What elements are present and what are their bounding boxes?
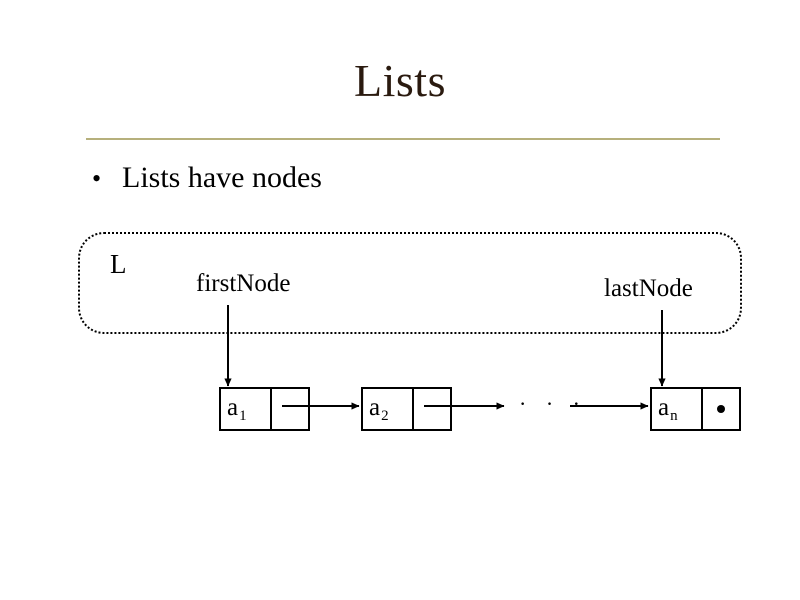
last-node-pointer-label: lastNode [604,275,693,302]
bullet-text: Lists have nodes [122,161,322,194]
bullet-marker-icon: • [92,164,102,193]
page-title: Lists [354,55,446,106]
list-node-1: a1 [219,387,310,431]
node-n-data-cell: an [652,389,703,429]
list-node-n: an [650,387,741,431]
ellipsis-indicator: · · · [519,391,587,416]
node-1-data-cell: a1 [221,389,272,429]
node-n-value: an [658,393,678,424]
list-node-2: a2 [361,387,452,431]
null-pointer-dot-icon [716,405,725,413]
node-2-data-cell: a2 [363,389,414,429]
node-2-value: a2 [369,393,389,424]
title-divider [86,138,720,140]
first-node-pointer-label: firstNode [196,270,291,297]
node-n-pointer-cell [703,389,739,429]
node-2-pointer-cell [414,389,450,429]
list-object-boundary [78,232,742,334]
list-variable-label: L [110,249,127,279]
node-1-value: a1 [227,393,247,424]
bullet-item-0: • Lists have nodes [92,159,322,198]
node-1-pointer-cell [272,389,308,429]
